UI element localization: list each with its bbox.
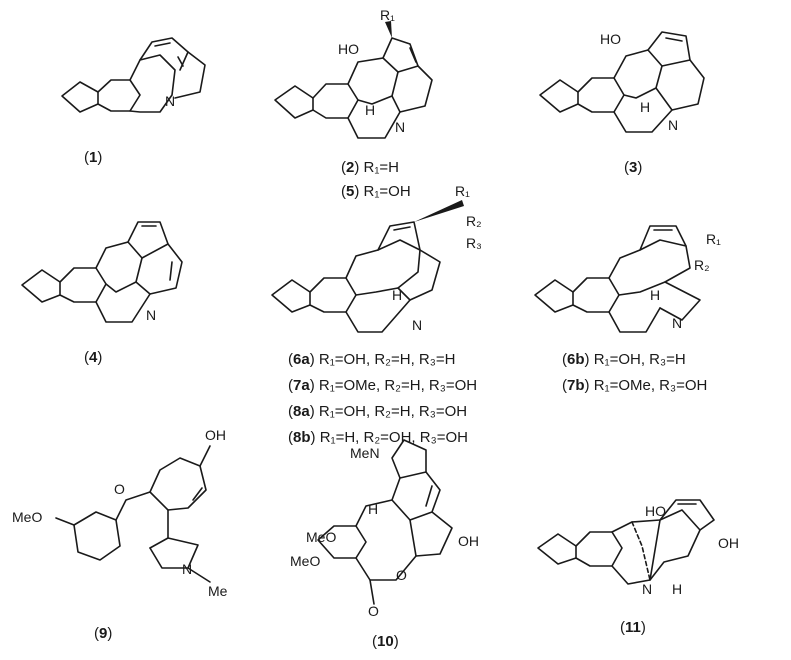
compound-9-atom-N: N	[182, 561, 192, 577]
compound-6a-atom-H: H	[392, 287, 402, 303]
compound-11-atom-OH: OH	[718, 535, 739, 551]
compound-1-label: (1)	[84, 149, 102, 166]
compound-8a-label: (8a) R₁=OH, R₂=H, R₃=OH	[288, 403, 467, 420]
compound-1-structure	[61, 37, 206, 113]
compound-11-atom-HO: HO	[645, 503, 666, 519]
compound-10-atom-MeO-2: MeO	[290, 553, 320, 569]
compound-5-label: (5) R₁=OH	[341, 183, 411, 200]
compound-6b-atom-N: N	[672, 315, 682, 331]
compound-10-label: (10)	[372, 633, 399, 650]
compound-1-atom-N: N	[165, 93, 175, 109]
compound-9-structure	[55, 445, 211, 583]
compound-3-structure	[539, 31, 705, 133]
compound-10-atom-H: H	[368, 501, 378, 517]
compound-8b-label: (8b) R₁=H, R₂=OH, R₃=OH	[288, 429, 468, 446]
compound-10-atom-OH: OH	[458, 533, 479, 549]
compound-3-label: (3)	[624, 159, 642, 176]
compound-9-label: (9)	[94, 625, 112, 642]
compound-10-atom-O: O	[396, 567, 407, 583]
compound-6a-label: (6a) R₁=OH, R₂=H, R₃=H	[288, 351, 455, 368]
compound-6b-atom-R2: R₂	[694, 257, 710, 273]
compound-3-atom-N: N	[668, 117, 678, 133]
compound-11-atom-N: N	[642, 581, 652, 597]
compound-6a-structure	[271, 200, 464, 333]
compound-2-structure	[274, 21, 433, 139]
compound-2-atom-H: H	[365, 102, 375, 118]
compound-3-atom-H: H	[640, 99, 650, 115]
compound-6b-structure	[534, 225, 701, 333]
compound-9-atom-MeO: MeO	[12, 509, 42, 525]
compound-7a-label: (7a) R₁=OMe, R₂=H, R₃=OH	[288, 377, 477, 394]
compound-10-structure	[317, 439, 453, 605]
compound-6b-atom-H: H	[650, 287, 660, 303]
compound-6a-atom-R2: R₂	[466, 213, 482, 229]
compound-4-label: (4)	[84, 349, 102, 366]
compound-11-label: (11)	[620, 619, 646, 636]
compound-6b-atom-R1: R₁	[706, 231, 721, 247]
compound-2-atom-R1: R₁	[380, 7, 395, 23]
compound-6a-atom-R3: R₃	[466, 235, 482, 251]
compound-2-label: (2) R₁=H	[341, 159, 399, 176]
compound-3-atom-HO: HO	[600, 31, 621, 47]
compound-11-structure	[537, 499, 715, 585]
compound-9-atom-Me: Me	[208, 583, 228, 599]
compound-2-atom-N: N	[395, 119, 405, 135]
compound-7b-label: (7b) R₁=OMe, R₃=OH	[562, 377, 707, 394]
compound-9-atom-OH: OH	[205, 427, 226, 443]
compound-9-atom-O: O	[114, 481, 125, 497]
compound-10-atom-MeN: MeN	[350, 445, 380, 461]
compound-6a-atom-R1: R₁	[455, 183, 470, 199]
compound-6a-atom-N: N	[412, 317, 422, 333]
compound-10-atom-MeO-1: MeO	[306, 529, 336, 545]
compound-11-atom-H: H	[672, 581, 682, 597]
compound-6b-label: (6b) R₁=OH, R₃=H	[562, 351, 686, 368]
compound-4-atom-N: N	[146, 307, 156, 323]
compound-10-atom-O-carbonyl: O	[368, 603, 379, 619]
compound-4-structure	[21, 221, 183, 323]
compound-2-atom-HO: HO	[338, 41, 359, 57]
